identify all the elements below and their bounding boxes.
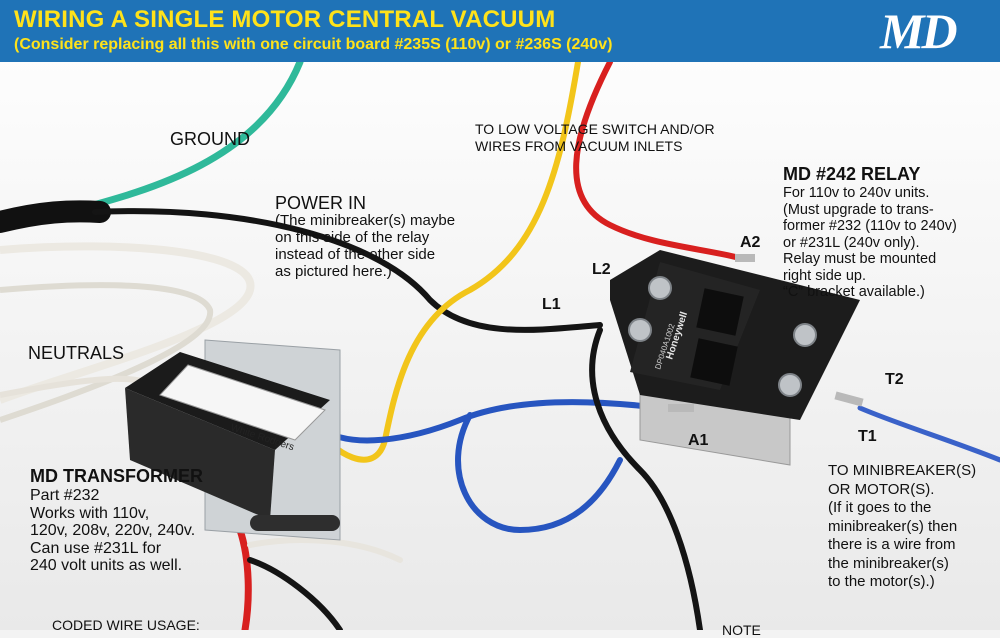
transformer-core-side: [125, 388, 275, 520]
terminal-screw-l2: [648, 276, 672, 300]
neutral-wire: [0, 282, 214, 423]
label-ground: GROUND: [170, 129, 250, 149]
label-line: the minibreaker(s): [828, 554, 949, 572]
relay-window: [690, 338, 738, 386]
title-banner: WIRING A SINGLE MOTOR CENTRAL VACUUM (Co…: [0, 0, 1000, 62]
neutral-wire: [0, 242, 255, 404]
terminal-label-l2: L2: [592, 261, 611, 278]
md-logo: MD: [880, 3, 958, 59]
label-line: “C” bracket available.): [783, 284, 925, 300]
label-transformer-title: MD TRANSFORMER: [30, 466, 203, 486]
label-line: Can use #231L for: [30, 539, 162, 557]
terminal-label-l1: L1: [542, 296, 561, 313]
label-motor-note: TO MINIBREAKER(S) OR MOTOR(S). (If it go…: [828, 462, 976, 592]
power-cable-jacket: [0, 200, 111, 233]
label-line: or #231L (240v only).: [783, 234, 920, 251]
label-line: (Must upgrade to trans-: [783, 201, 934, 218]
terminal-lug: [668, 404, 694, 412]
label-relay-title: MD #242 RELAY: [783, 164, 921, 184]
label-line: 120v, 208v, 220v, 240v.: [30, 522, 196, 539]
label-power-in: POWER IN: [275, 193, 367, 213]
label-neutrals: NEUTRALS: [28, 343, 125, 363]
power-in-wire: [92, 208, 603, 333]
label-line: (If it goes to the: [828, 499, 932, 516]
transformer-lead-red: [236, 526, 252, 630]
terminal-label-t1: T1: [858, 428, 877, 445]
low-voltage-wire-red: [573, 59, 743, 261]
blue-wire-loop: [455, 412, 623, 534]
label-line: on this side of the relay: [275, 229, 430, 246]
label-low-voltage: TO LOW VOLTAGE SWITCH AND/OR WIRES FROM …: [475, 121, 715, 155]
terminal-label-t2: T2: [885, 371, 904, 388]
label-line: Works with 110v,: [30, 504, 150, 522]
label-line: right side up.: [783, 267, 867, 284]
page-subtitle: (Consider replacing all this with one ci…: [14, 36, 613, 53]
label-line: OR MOTOR(S).: [828, 480, 935, 498]
transformer-label: [159, 364, 326, 441]
page-title: WIRING A SINGLE MOTOR CENTRAL VACUUM: [14, 6, 556, 33]
label-line: TO LOW VOLTAGE SWITCH AND/OR: [475, 121, 715, 137]
relay-window: [696, 288, 744, 336]
label-power-in-note: (The minibreaker(s) maybe on this side o…: [275, 212, 455, 280]
label-note: NOTE: [722, 622, 761, 638]
label-line: TO MINIBREAKER(S): [828, 462, 977, 479]
transformer-lead-white: [247, 537, 403, 563]
label-line: Part #232: [30, 487, 100, 504]
label-line: former #232 (110v to 240v): [783, 218, 957, 234]
transformer-lead-black: [247, 557, 343, 630]
label-line: For 110v to 240v units.: [783, 185, 930, 201]
label-relay-note: For 110v to 240v units. (Must upgrade to…: [783, 185, 957, 301]
low-voltage-wire-yellow: [317, 59, 581, 463]
black-wire-down: [589, 327, 703, 630]
ground-wire: [71, 58, 304, 214]
terminal-label-a2: A2: [740, 234, 761, 251]
transformer-bracket: [250, 515, 340, 531]
label-line: Relay must be mounted: [783, 251, 937, 267]
terminal-label-a1: A1: [688, 432, 709, 449]
label-line: to the motor(s).): [828, 573, 935, 590]
label-line: 240 volt units as well.: [30, 557, 183, 574]
terminal-screw-l1: [628, 318, 652, 342]
label-line: there is a wire from: [828, 536, 956, 553]
label-coded-wire: CODED WIRE USAGE:: [52, 617, 200, 633]
label-transformer-note: Part #232 Works with 110v, 120v, 208v, 2…: [30, 487, 195, 575]
terminal-lug: [834, 391, 864, 407]
motor-wire-t1: [857, 405, 1000, 463]
terminal-screw-t2: [793, 323, 817, 347]
label-line: minibreaker(s) then: [828, 517, 958, 535]
label-line: instead of the other side: [275, 246, 436, 263]
terminal-lug: [735, 254, 755, 262]
transformer-232: White Rodgers: [125, 339, 341, 541]
label-line: as pictured here.): [275, 263, 392, 280]
relay-242: Honeywell DP040A1002: [610, 250, 864, 466]
label-line: WIRES FROM VACUUM INLETS: [475, 138, 683, 154]
terminal-screw-t1: [778, 373, 802, 397]
label-line: (The minibreaker(s) maybe: [275, 212, 456, 229]
